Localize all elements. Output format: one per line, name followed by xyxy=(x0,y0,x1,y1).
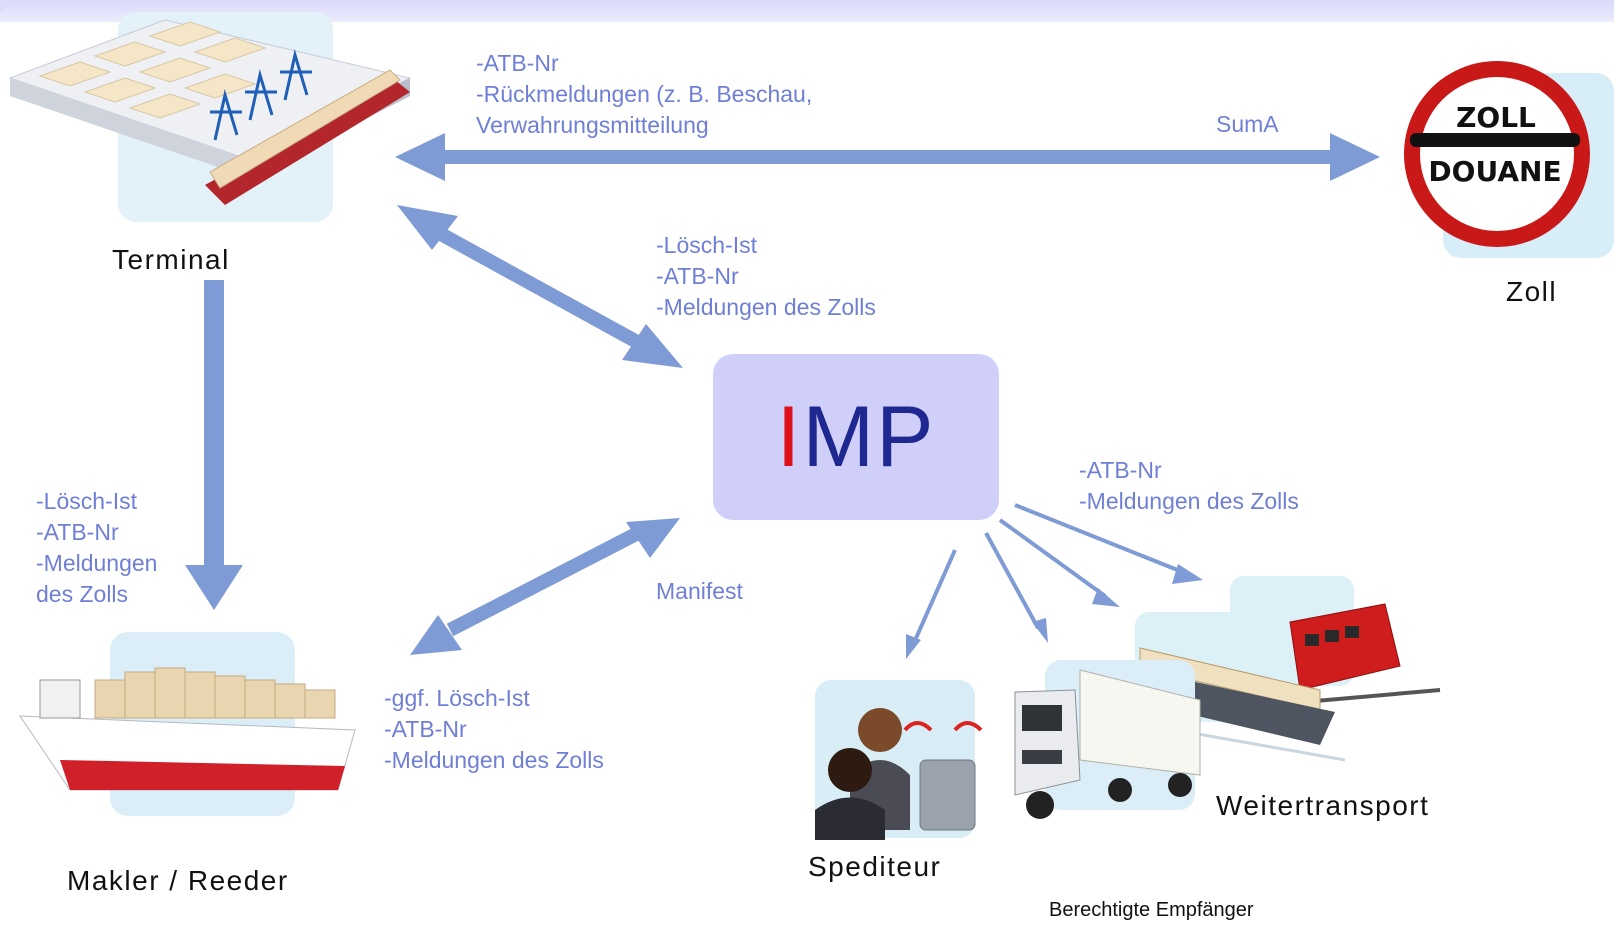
label-line: -ATB-Nr xyxy=(36,519,119,545)
train-icon xyxy=(1230,576,1441,707)
label-line: -Meldungen des Zolls xyxy=(384,747,604,773)
label-line: -ggf. Lösch-Ist xyxy=(384,685,530,711)
label-line: -Meldungen des Zolls xyxy=(656,294,876,320)
arrowhead-makler xyxy=(185,565,243,610)
arrowhead-terminal xyxy=(395,133,445,181)
imp-node: IMP xyxy=(713,354,999,520)
makler-label: Makler / Reeder xyxy=(67,865,289,896)
label-line: -ATB-Nr xyxy=(384,716,467,742)
arrowhead-imp-1 xyxy=(622,324,683,368)
arrow-imp-barge xyxy=(998,518,1107,598)
arrowhead-imp-2 xyxy=(626,518,680,558)
arrow-terminal-imp xyxy=(426,221,652,355)
label-suma: SumA xyxy=(1216,111,1279,137)
forwarder-icon xyxy=(815,680,983,840)
label-line: -Lösch-Ist xyxy=(36,488,137,514)
arrow-imp-truck xyxy=(984,532,1040,629)
header-band xyxy=(0,0,1614,22)
arrow-imp-forwarder xyxy=(911,549,957,646)
label-terminal-imp: -Lösch-Ist -ATB-Nr -Meldungen des Zolls xyxy=(656,230,876,323)
imp-title-rest: MP xyxy=(802,388,936,485)
label-terminal-makler: -Lösch-Ist -ATB-Nr -Meldungen des Zolls xyxy=(36,486,157,610)
weitertransport-label: Weitertransport xyxy=(1216,790,1430,821)
customs-sign-icon xyxy=(1404,61,1614,258)
arrowhead-terminal-2 xyxy=(397,205,458,250)
spediteur-label: Spediteur xyxy=(808,851,942,882)
berechtigte-label: Berechtigte Empfänger xyxy=(1049,899,1254,921)
label-line: -ATB-Nr xyxy=(476,50,559,76)
zoll-label: Zoll xyxy=(1506,276,1558,307)
label-terminal-zoll: -ATB-Nr -Rückmeldungen (z. B. Beschau, V… xyxy=(476,48,812,141)
arrowhead-train xyxy=(1172,564,1203,584)
ship-icon xyxy=(19,632,356,816)
label-makler-imp: -ggf. Lösch-Ist -ATB-Nr -Meldungen des Z… xyxy=(384,683,604,776)
arrowhead-makler-2 xyxy=(410,615,462,655)
label-line: -ATB-Nr xyxy=(656,263,739,289)
imp-title: IMP xyxy=(777,388,936,487)
label-line: -Meldungen xyxy=(36,550,158,576)
arrowhead-forwarder xyxy=(906,634,921,659)
arrowhead-zoll xyxy=(1330,133,1380,181)
sign-top-text: ZOLL xyxy=(1456,101,1536,134)
label-line: -Meldungen des Zolls xyxy=(1079,488,1299,514)
terminal-icon xyxy=(8,12,412,222)
arrowhead-truck xyxy=(1032,618,1048,643)
label-line: -Rückmeldungen (z. B. Beschau, xyxy=(476,81,813,107)
label-manifest: Manifest xyxy=(656,578,743,604)
label-line: des Zolls xyxy=(36,581,129,607)
arrow-terminal-zoll xyxy=(430,150,1335,164)
arrow-imp-train xyxy=(1014,503,1186,575)
arrow-makler-imp xyxy=(446,525,644,637)
label-line: -Lösch-Ist xyxy=(656,232,757,258)
arrows xyxy=(185,133,1380,610)
label-line: -ATB-Nr xyxy=(1079,457,1162,483)
arrowhead-barge xyxy=(1092,588,1120,607)
label-line: Verwahrungsmitteilung xyxy=(476,112,709,138)
sign-bottom-text: DOUANE xyxy=(1428,155,1562,188)
arrow-terminal-makler xyxy=(204,280,224,570)
truck-icon xyxy=(1014,660,1201,819)
label-imp-transport: -ATB-Nr -Meldungen des Zolls xyxy=(1079,455,1299,517)
imp-title-first: I xyxy=(776,388,803,485)
terminal-label: Terminal xyxy=(112,244,230,275)
